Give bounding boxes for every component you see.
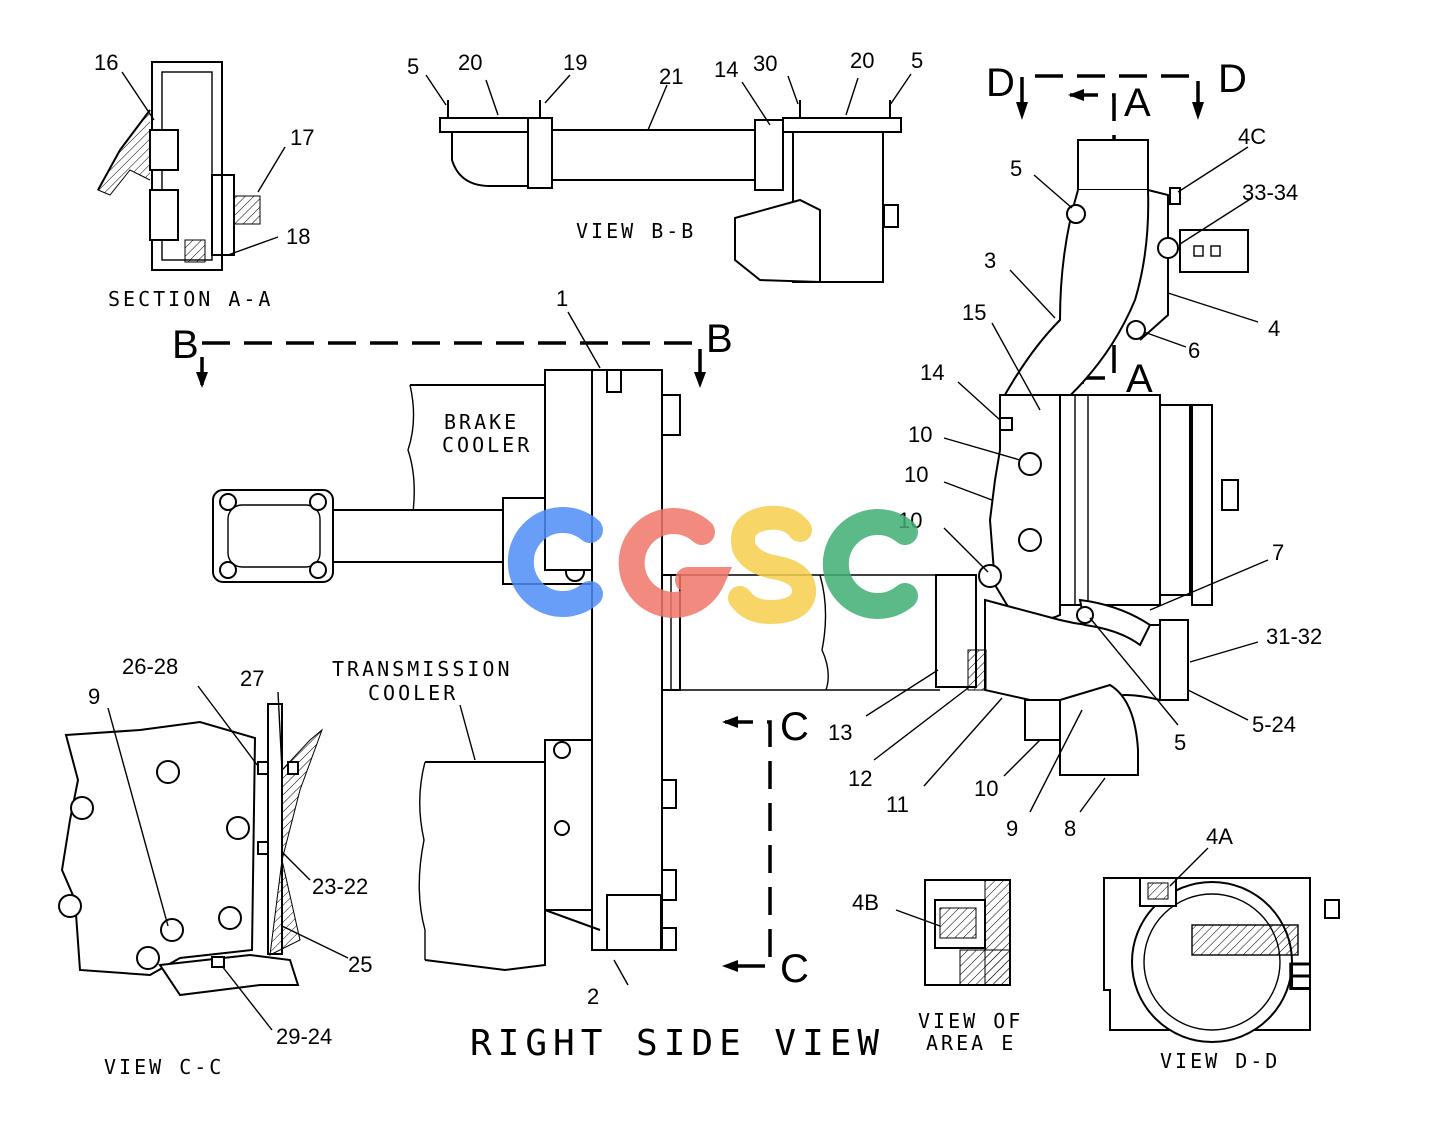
callout-4a: 4A bbox=[1206, 824, 1233, 849]
watermark-letter-g bbox=[618, 507, 733, 618]
section-letter-a-bottom: A bbox=[1126, 357, 1153, 401]
callout-29-24: 29-24 bbox=[276, 1024, 332, 1049]
callout-4: 4 bbox=[1268, 316, 1280, 341]
elbow-and-housing-drawing bbox=[865, 74, 1269, 813]
label-view-d-d: VIEW D-D bbox=[1160, 1049, 1280, 1073]
label-section-a-a: SECTION A-A bbox=[108, 287, 273, 311]
section-letter-b-right: B bbox=[706, 317, 733, 361]
callout-8: 8 bbox=[1064, 816, 1076, 841]
label-view-b-b: VIEW B-B bbox=[576, 219, 696, 243]
callout-27: 27 bbox=[240, 666, 264, 691]
callout-7: 7 bbox=[1272, 540, 1284, 565]
callout-6: 6 bbox=[1188, 338, 1200, 363]
section-letter-c-top: C bbox=[780, 705, 809, 749]
section-letter-d-left: D bbox=[986, 61, 1015, 105]
section-letter-b-left: B bbox=[172, 323, 199, 367]
callout-2: 2 bbox=[587, 984, 599, 1009]
callout-10-d: 10 bbox=[974, 776, 998, 801]
callout-23-22: 23-22 bbox=[312, 874, 368, 899]
section-a-a-drawing bbox=[97, 61, 286, 271]
callout-26-28: 26-28 bbox=[122, 654, 178, 679]
callout-13: 13 bbox=[828, 720, 852, 745]
watermark-logo bbox=[507, 505, 918, 625]
callout-5-bb-left: 5 bbox=[407, 54, 419, 79]
callout-11: 11 bbox=[886, 792, 909, 817]
view-d-d-drawing bbox=[1103, 847, 1340, 1043]
callout-1: 1 bbox=[556, 286, 568, 311]
callout-15: 15 bbox=[962, 300, 986, 325]
section-line-b-b bbox=[200, 341, 702, 385]
callout-18: 18 bbox=[286, 224, 310, 249]
callout-31-32: 31-32 bbox=[1266, 624, 1322, 649]
view-b-b-drawing bbox=[425, 73, 912, 284]
view-area-e-drawing bbox=[895, 879, 1011, 986]
label-transmission-cooler-line2: COOLER bbox=[368, 681, 458, 705]
section-letter-d-right: D bbox=[1218, 57, 1247, 101]
callout-5-lower: 5 bbox=[1174, 730, 1186, 755]
label-view-c-c: VIEW C-C bbox=[104, 1055, 224, 1079]
watermark-letter-s bbox=[728, 505, 817, 625]
callout-21: 21 bbox=[659, 64, 683, 89]
callout-9-left: 9 bbox=[88, 684, 100, 709]
callout-9-right: 9 bbox=[1006, 816, 1018, 841]
callout-20-bb-right: 20 bbox=[850, 48, 874, 73]
callout-3: 3 bbox=[984, 248, 996, 273]
callout-17: 17 bbox=[290, 125, 314, 150]
callout-25: 25 bbox=[348, 952, 372, 977]
callout-10-a: 10 bbox=[908, 422, 932, 447]
view-c-c-drawing bbox=[58, 685, 349, 1031]
callout-19: 19 bbox=[563, 50, 587, 75]
label-transmission-cooler-line1: TRANSMISSION bbox=[332, 657, 513, 681]
callout-14-right: 14 bbox=[920, 360, 944, 385]
label-brake-cooler-line2: COOLER bbox=[442, 433, 532, 457]
callout-10-b: 10 bbox=[904, 462, 928, 487]
label-brake-cooler-line1: BRAKE bbox=[444, 410, 519, 434]
callout-12: 12 bbox=[848, 766, 872, 791]
callout-33-34: 33-34 bbox=[1242, 180, 1298, 205]
watermark-letter-c2 bbox=[822, 509, 918, 619]
section-letter-e: E bbox=[1286, 955, 1313, 999]
callout-5-bb-right: 5 bbox=[911, 48, 923, 73]
callout-4b: 4B bbox=[852, 890, 879, 915]
watermark-letter-c1 bbox=[507, 507, 603, 617]
callout-20-bb-left: 20 bbox=[458, 50, 482, 75]
callout-30: 30 bbox=[753, 51, 777, 76]
callout-16: 16 bbox=[94, 50, 118, 75]
section-letter-a-top: A bbox=[1124, 81, 1151, 125]
callout-4c: 4C bbox=[1238, 124, 1266, 149]
callout-5-24: 5-24 bbox=[1252, 712, 1296, 737]
label-right-side-view: RIGHT SIDE VIEW bbox=[470, 1023, 885, 1064]
section-line-c-c bbox=[725, 720, 772, 968]
section-letter-c-bottom: C bbox=[780, 947, 809, 991]
label-view-area-e-line2: AREA E bbox=[926, 1031, 1016, 1055]
callout-14-bb: 14 bbox=[714, 57, 738, 82]
label-view-area-e-line1: VIEW OF bbox=[918, 1009, 1023, 1033]
callout-5-top-right: 5 bbox=[1010, 156, 1022, 181]
